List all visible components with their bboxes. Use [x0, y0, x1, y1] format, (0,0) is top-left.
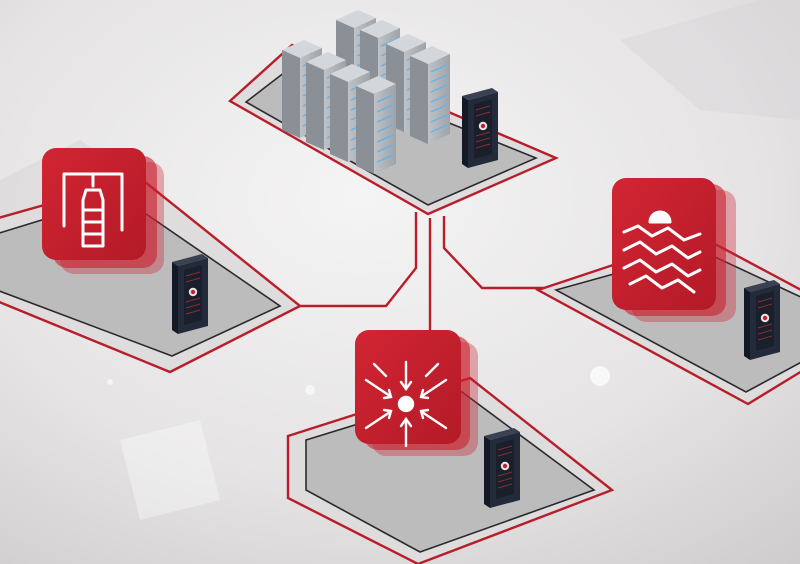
- impact-burst-icon: [355, 330, 478, 456]
- background-bokeh: [305, 385, 315, 395]
- node-datacenter: [227, 9, 560, 216]
- network-cabinet-icon: [483, 427, 521, 509]
- link-to-water-node: [442, 216, 546, 290]
- network-cabinet-icon: [743, 279, 781, 361]
- connection-lines: [292, 212, 546, 340]
- background-hexagon: [120, 420, 220, 520]
- fire-extinguisher-icon: [42, 148, 164, 274]
- network-cabinet-icon: [171, 253, 209, 335]
- background-bokeh: [590, 366, 610, 386]
- background-bokeh: [107, 379, 113, 385]
- network-cabinet-icon: [461, 87, 499, 169]
- node-fire-suppression: [0, 148, 303, 374]
- node-impact-detection: [286, 330, 615, 564]
- water-flood-icon: [612, 178, 736, 322]
- link-to-fire-node: [292, 212, 418, 308]
- background-shape: [620, 0, 800, 120]
- node-water-detection: [534, 178, 800, 406]
